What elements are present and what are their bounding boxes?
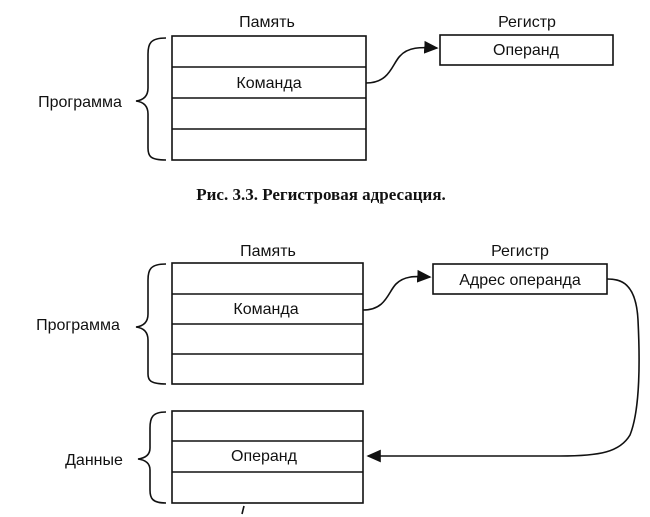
data-memory-block: Операнд: [171, 410, 364, 504]
program-label: Программа: [38, 94, 122, 111]
register-frame: [439, 34, 614, 66]
operand-register-label: Операнд: [493, 42, 560, 59]
register-box: Адрес операнда: [432, 263, 608, 295]
program-label: Программа: [36, 317, 120, 334]
program-memory-block: Команда: [171, 262, 364, 385]
memory-label: Память: [239, 14, 295, 31]
memory-label: Память: [240, 243, 296, 260]
figure-caption: Рис. 3.3. Регистровая адресация.: [196, 185, 446, 204]
register-label: Регистр: [491, 243, 549, 260]
scan-mark: [241, 505, 245, 515]
memory-block: Команда: [171, 35, 367, 161]
register-label: Регистр: [498, 14, 556, 31]
top-figure: Память Регистр Команда Операнд Программа…: [38, 14, 614, 204]
data-label: Данные: [65, 452, 123, 469]
operand-cell-label: Операнд: [231, 448, 298, 465]
operand-address-label: Адрес операнда: [459, 272, 581, 289]
register-frame: [432, 263, 608, 295]
command-cell-label: Команда: [236, 75, 301, 92]
command-to-register-arrow: [365, 40, 439, 84]
program-brace: [135, 37, 167, 161]
register-box: Операнд: [439, 34, 614, 66]
register-to-operand-arrow: [366, 278, 640, 463]
bottom-figure: Память Регистр Команда Адрес операнда Оп…: [36, 243, 640, 515]
data-memory-frame: [171, 410, 364, 504]
data-brace: [137, 411, 167, 504]
command-to-register-arrow: [362, 269, 432, 311]
program-brace: [135, 263, 167, 385]
command-cell-label: Команда: [233, 301, 298, 318]
